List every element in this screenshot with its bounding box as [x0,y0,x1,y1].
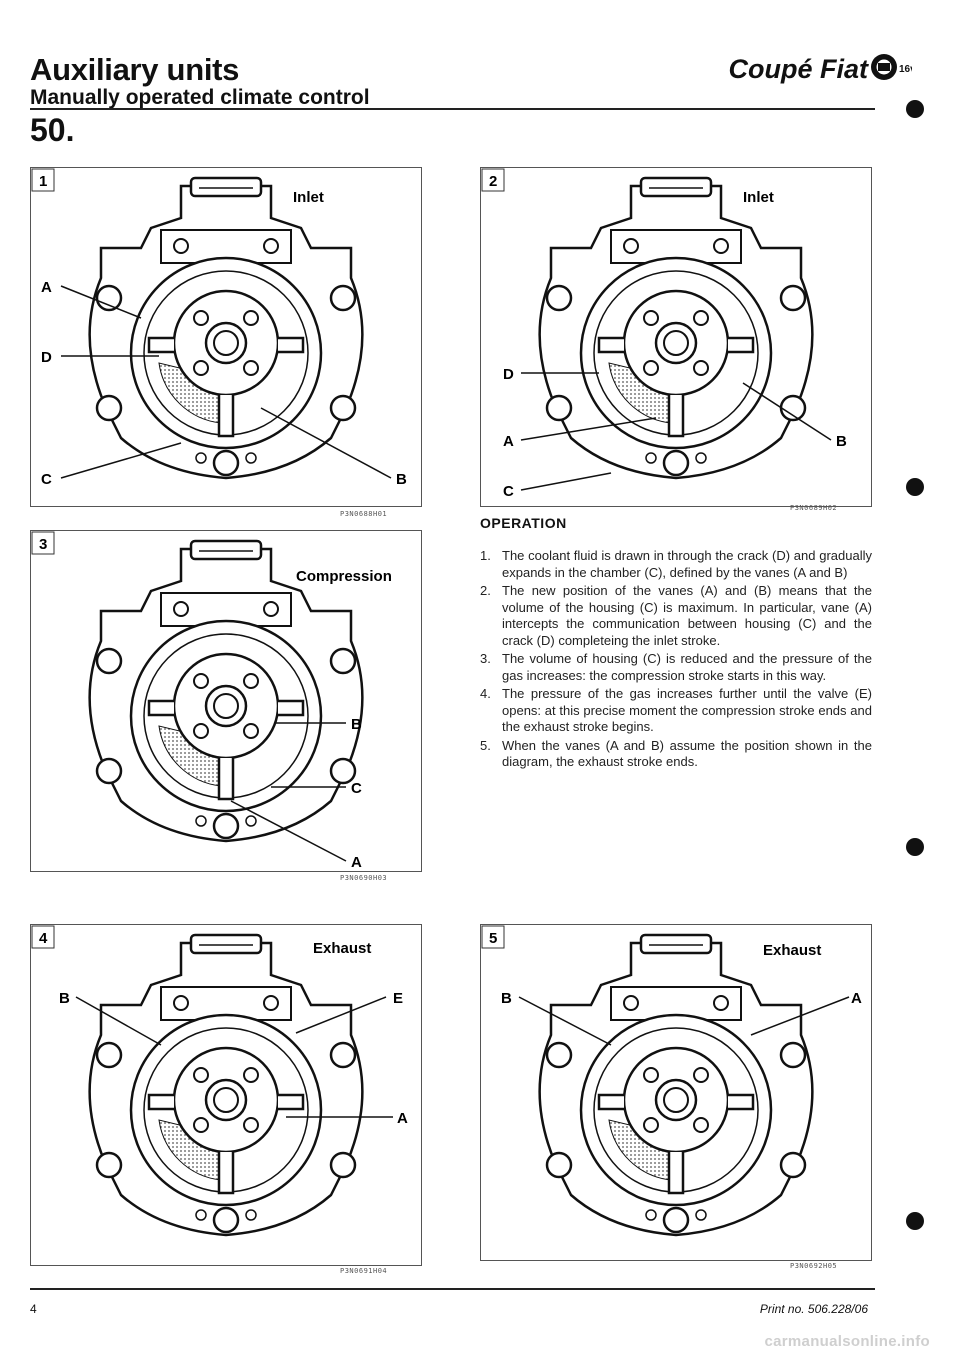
list-item: 3. The volume of housing (C) is reduced a… [480,651,872,684]
step-number: 3. [480,651,491,666]
punch-hole [906,100,924,118]
engine-badge: 16v [899,64,912,75]
callout-label: D [503,366,514,383]
callout-label: A [351,854,362,871]
figure-title: Inlet [743,189,774,206]
figure-title: Exhaust [313,940,371,957]
operation-heading: OPERATION [480,515,567,531]
callout-label: B [836,433,847,450]
figure-code: P3N0690H03 [340,874,388,882]
callout-label: E [393,990,403,1007]
step-number: 5. [480,737,491,753]
step-number: 1. [480,548,491,563]
list-item: 1. The coolant fluid is drawn in through … [480,548,872,581]
brand-name: Coupé Fiat [728,54,869,84]
callout-label: C [503,483,514,500]
step-text: The coolant fluid is drawn in through th… [502,548,872,580]
figure-code: P3N0688H01 [340,510,388,518]
punch-hole [906,1212,924,1230]
callout-label: C [41,471,52,488]
step-text: When the vanes (A and B) assume the posi… [502,737,872,770]
figure-code: P3N0691H04 [340,1267,388,1275]
figure-number: 5 [489,930,497,947]
callout-label: B [396,471,407,488]
step-number: 2. [480,583,491,598]
callout-label: C [351,780,362,797]
callout-label: A [397,1110,408,1127]
section-number: 50. [30,112,75,148]
callout-label: A [503,433,514,450]
figure-number: 2 [489,173,497,190]
operation-steps: 1. The coolant fluid is drawn in through … [480,548,872,773]
figure-number: 1 [39,173,47,190]
figure-title: Inlet [293,189,324,206]
page-subtitle: Manually operated climate control [30,86,370,109]
callout-label: A [851,990,862,1007]
step-text: The volume of housing (C) is reduced and… [502,651,872,683]
figure-code: P3N0689H02 [790,504,838,512]
figure-3: 3 Compression B C A [30,530,422,872]
figure-1: 1 Inlet A D C B [30,167,422,507]
callout-label: B [351,716,362,733]
page-number: 4 [30,1302,37,1316]
figure-title: Exhaust [763,942,821,959]
callout-label: B [59,990,70,1007]
figure-5: 5 Exhaust B A [480,924,872,1261]
fiat-logo-icon: 16v [870,50,916,84]
figure-number: 3 [39,536,47,553]
callout-label: A [41,279,52,296]
step-text: The new position of the vanes (A) and (B… [502,583,872,648]
figure-title: Compression [296,568,392,585]
list-item: 5. When the vanes (A and B) assume the po… [480,738,872,771]
step-text: The pressure of the gas increases furthe… [502,686,872,734]
punch-hole [906,478,924,496]
watermark: carmanualsonline.info [764,1333,930,1350]
list-item: 2. The new position of the vanes (A) and … [480,583,872,649]
print-number: Print no. 506.228/06 [759,1302,868,1316]
page-title: Auxiliary units [30,52,240,87]
list-item: 4. The pressure of the gas increases furt… [480,686,872,736]
callout-label: B [501,990,512,1007]
footer-rule [30,1288,875,1290]
callout-label: D [41,349,52,366]
header-rule [30,108,875,110]
figure-2: 2 Inlet D A C B [480,167,872,507]
figure-number: 4 [39,930,48,947]
figure-4: 4 Exhaust B E A [30,924,422,1266]
step-number: 4. [480,686,491,701]
figure-code: P3N0692H05 [790,1262,838,1270]
punch-hole [906,838,924,856]
